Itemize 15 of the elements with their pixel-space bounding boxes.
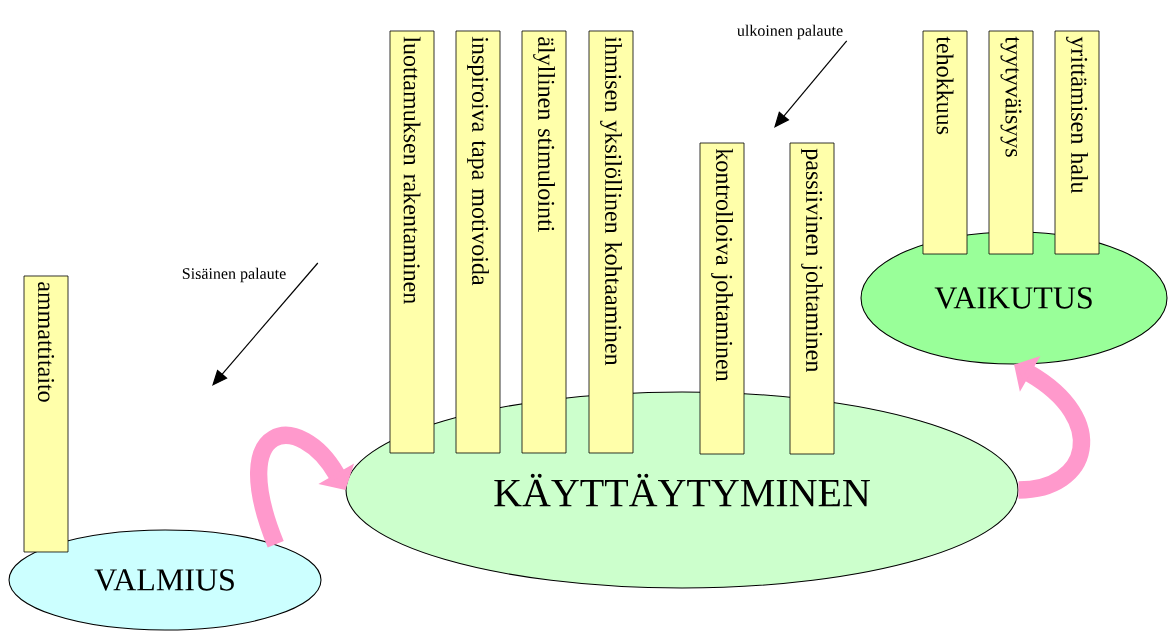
vertical-bar: luottamuksen rakentaminen — [389, 30, 435, 454]
vertical-bar: yrittämisen halu — [1054, 30, 1100, 255]
vertical-bar: tyytyväisyys — [988, 30, 1034, 255]
vertical-bar: passiivinen johtaminen — [789, 142, 835, 455]
vertical-bar: ihmisen yksilöllinen kohtaaminen — [588, 30, 634, 454]
vertical-bar: tehokkuus — [922, 30, 968, 255]
vertical-bar: kontrolloiva johtaminen — [699, 142, 745, 455]
vertical-bar: inspiroiva tapa motivoida — [455, 30, 501, 454]
text-label: Sisäinen palaute — [182, 267, 286, 283]
arrow — [250, 427, 355, 548]
arrow — [212, 262, 319, 386]
text-label: ulkoinen palaute — [737, 24, 843, 40]
arrow — [774, 40, 848, 128]
vertical-bar: ammattitaito — [23, 275, 69, 553]
vertical-bar: älyllinen stimulointi — [521, 30, 567, 454]
